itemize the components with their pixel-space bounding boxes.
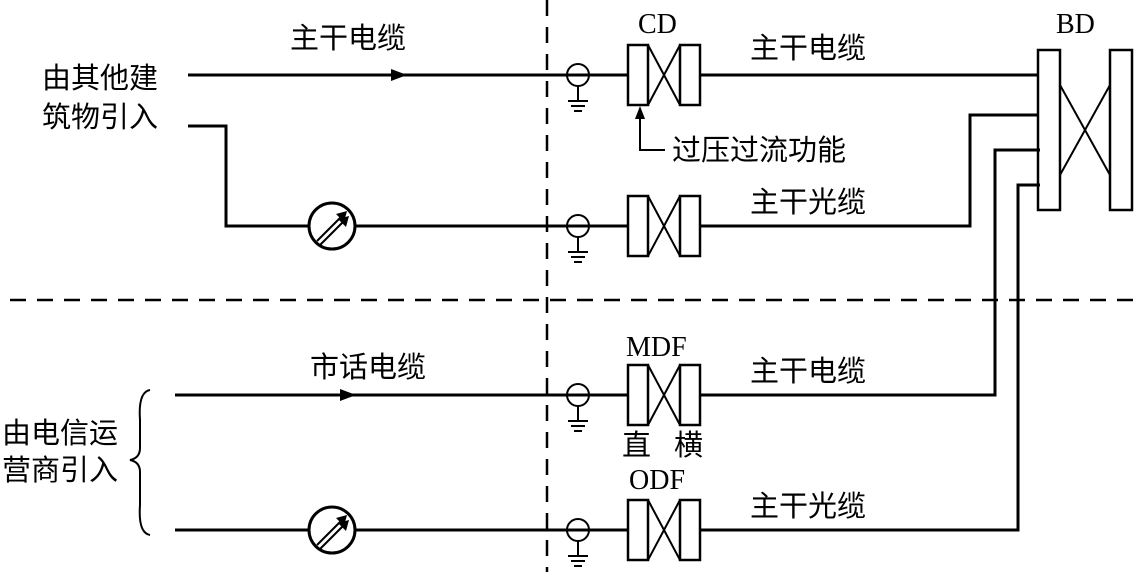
label-source-building-2: 筑物引入 bbox=[42, 100, 158, 134]
ground-protector-icon bbox=[565, 518, 591, 567]
ground-protector-icon bbox=[565, 214, 591, 263]
label-source-building-1: 由其他建 bbox=[42, 61, 158, 95]
label-main-cable-top: 主干电缆 bbox=[290, 21, 406, 55]
label-heng: 横 bbox=[674, 428, 703, 462]
source-brace bbox=[129, 389, 151, 536]
row-building-fiber bbox=[188, 113, 1040, 263]
ground-protector-icon bbox=[565, 63, 591, 112]
label-source-telecom-2: 营商引入 bbox=[2, 453, 118, 487]
label-cd: CD bbox=[638, 9, 677, 40]
label-city-cable: 市话电缆 bbox=[310, 350, 426, 384]
row-telecom-fiber bbox=[175, 183, 1040, 567]
label-bd: BD bbox=[1056, 9, 1095, 40]
row-building-cable bbox=[188, 43, 1040, 151]
label-main-fiber-1: 主干光缆 bbox=[750, 185, 866, 219]
label-source-telecom-1: 由电信运 bbox=[2, 416, 118, 450]
label-mdf: MDF bbox=[626, 332, 687, 363]
signal-arrow-icon bbox=[391, 69, 407, 81]
pointer-arrow-icon bbox=[635, 106, 645, 119]
fiber-patch-panel bbox=[626, 194, 702, 258]
label-main-fiber-2: 主干光缆 bbox=[750, 489, 866, 523]
bd-patch-panel bbox=[1036, 48, 1134, 212]
optical-converter-icon bbox=[307, 505, 357, 555]
cd-patch-panel bbox=[626, 43, 702, 107]
label-main-cable-mdf: 主干电缆 bbox=[750, 354, 866, 388]
row-telecom-cable bbox=[175, 148, 1040, 432]
mdf-patch-panel bbox=[626, 363, 702, 427]
label-overvoltage: 过压过流功能 bbox=[672, 133, 846, 167]
label-odf: ODF bbox=[629, 465, 685, 496]
ground-protector-icon bbox=[565, 383, 591, 432]
odf-patch-panel bbox=[626, 498, 702, 562]
optical-converter-icon bbox=[307, 201, 357, 251]
label-zhi: 直 bbox=[622, 428, 651, 462]
signal-arrow-icon bbox=[340, 389, 356, 401]
label-main-cable-cd: 主干电缆 bbox=[750, 31, 866, 65]
